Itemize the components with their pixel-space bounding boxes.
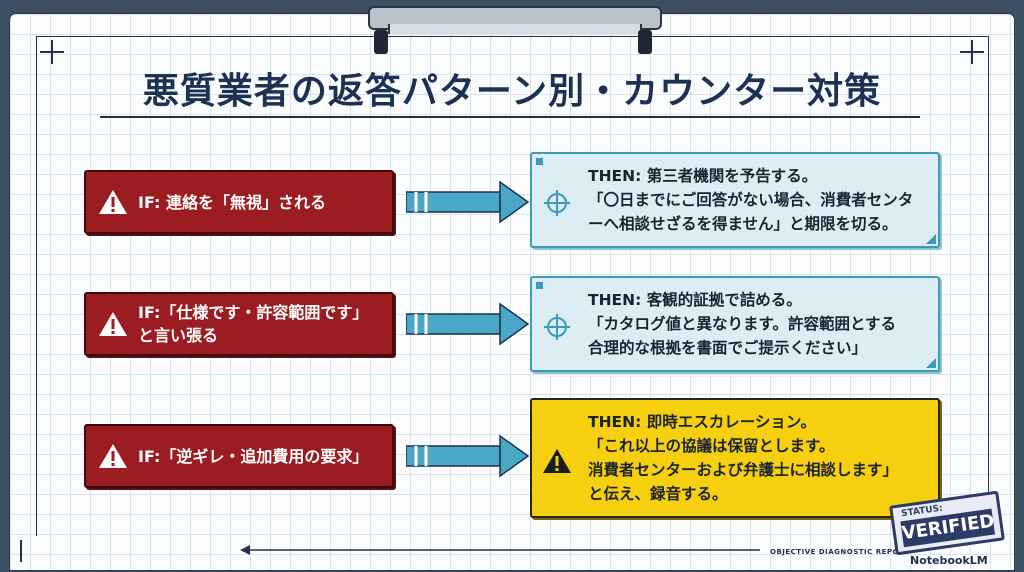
- then-line: と伝え、録音する。: [588, 485, 728, 503]
- warning-icon: [99, 190, 127, 214]
- corner-bottom-left: [20, 540, 44, 562]
- frame-top-line: [36, 36, 988, 37]
- if-text: IF: 連絡を「無視」される: [138, 192, 326, 212]
- arrow-right-icon: [406, 180, 530, 224]
- then-line: 「これ以上の協議は保留とします。: [588, 437, 835, 455]
- arrow-right-icon: [406, 434, 530, 478]
- warning-icon: [99, 312, 127, 336]
- if-box-ignore: IF: 連絡を「無視」される: [84, 170, 394, 234]
- if-text: IF:「逆ギレ・追加費用の要求」: [138, 446, 369, 466]
- then-line: 消費者センターおよび弁護士に相談します」: [588, 461, 899, 479]
- clipboard-clip: [368, 0, 662, 58]
- target-icon: [544, 190, 570, 216]
- frame-right-line: [988, 36, 989, 536]
- then-line: THEN: 第三者機関を予告する。: [588, 167, 818, 185]
- crosshair-top-left: [40, 40, 64, 64]
- then-line: 「カタログ値と異なります。許容範囲とする: [588, 315, 896, 333]
- page-title: 悪質業者の返答パターン別・カウンター対策: [142, 71, 882, 112]
- warning-icon: [543, 449, 571, 473]
- if-text-line: と言い張る: [138, 326, 219, 345]
- frame-left-line: [36, 36, 37, 536]
- then-line: 合理的な根拠を書面でご提示ください」: [588, 339, 868, 357]
- report-label: OBJECTIVE DIAGNOSTIC REPORT: [770, 548, 910, 556]
- warning-icon: [99, 444, 127, 468]
- brand-label: NotebookLM: [910, 554, 988, 567]
- if-text-group: IF:「仕様です・許容範囲です」 と言い張る: [138, 301, 368, 347]
- target-icon: [544, 314, 570, 340]
- if-box-hostile: IF:「逆ギレ・追加費用の要求」: [84, 424, 394, 488]
- then-box-evidence: THEN: 客観的証拠で詰める。 「カタログ値と異なります。許容範囲とする 合理…: [530, 276, 940, 372]
- if-text-line: IF:「仕様です・許容範囲です」: [138, 303, 369, 322]
- then-line: THEN: 即時エスカレーション。: [588, 413, 816, 431]
- then-line: THEN: 客観的証拠で詰める。: [588, 291, 802, 309]
- title-underline: [100, 116, 920, 118]
- then-box-escalation: THEN: 即時エスカレーション。 「これ以上の協議は保留とします。 消費者セン…: [530, 398, 940, 518]
- then-line: 「〇日までにご回答がない場合、消費者センタ: [588, 191, 914, 209]
- left-arrow-icon: [240, 545, 760, 555]
- then-line: ーへ相談せざるを得ません」と期限を切る。: [588, 215, 898, 233]
- crosshair-top-right: [960, 40, 984, 64]
- if-box-spec-claim: IF:「仕様です・許容範囲です」 と言い張る: [84, 292, 394, 356]
- arrow-right-icon: [406, 302, 530, 346]
- then-box-third-party: THEN: 第三者機関を予告する。 「〇日までにご回答がない場合、消費者センタ …: [530, 152, 940, 248]
